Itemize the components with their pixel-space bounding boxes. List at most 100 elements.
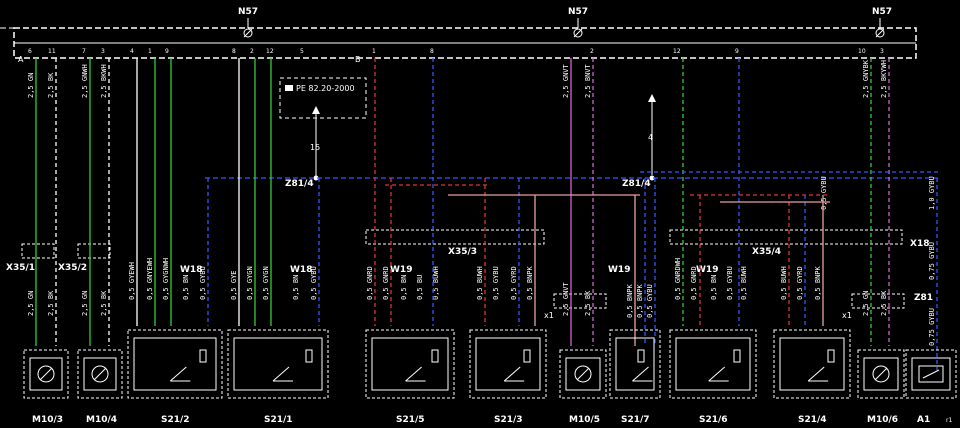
wire-label-bottom-4: 2,5 BK xyxy=(100,290,108,316)
ground-label-1: W18 xyxy=(180,265,202,275)
component-frame xyxy=(469,329,547,399)
wire-label-switch-7: 0,5 GYGN xyxy=(246,266,254,300)
wire-label-bottom-1: 2,5 GN xyxy=(27,291,35,316)
wire-label-switch-8: 0,5 GYGN xyxy=(262,266,270,300)
component-body xyxy=(565,357,601,391)
component-body xyxy=(233,337,323,391)
component-body xyxy=(83,357,117,391)
pins-b: 1 8 2 12 9 10 3 xyxy=(372,48,884,55)
wire-label-top-2: 2,5 BK xyxy=(47,72,55,98)
module-label-2: N57 xyxy=(568,7,588,17)
motor-icon-stroke xyxy=(39,367,53,381)
pin-a-6: 1 xyxy=(148,48,152,55)
switch-icon xyxy=(807,366,825,382)
component-s21-1: S21/1 xyxy=(227,329,329,425)
wire-label-bottom-7: 2,5 GN xyxy=(862,291,870,316)
wire-label-top-5: 2,5 GNVT xyxy=(562,63,570,98)
splice-label-2: Z81/4 xyxy=(622,179,651,189)
pin-a-5: 4 xyxy=(130,48,134,55)
wire-label-switch-16: 0,5 BUWH xyxy=(476,266,484,300)
switch-icon xyxy=(708,366,726,382)
wire-label-switch-1: 0,5 GYEWH xyxy=(128,262,136,300)
connector-box-3 xyxy=(365,229,545,245)
component-m10-6: M10/6 xyxy=(857,349,905,425)
wire-label-switch-12: 0,5 GNRD xyxy=(382,266,390,300)
pin-a-10: 12 xyxy=(266,48,274,55)
component-label: M10/4 xyxy=(86,415,117,425)
splice-node-2 xyxy=(649,175,655,181)
component-frame xyxy=(127,329,223,399)
component-body xyxy=(615,337,655,391)
wire-label-switch-25: 0,5 BN xyxy=(710,275,718,300)
pin-a-4: 3 xyxy=(101,48,105,55)
component-label: S21/2 xyxy=(161,415,190,425)
connector-box-1 xyxy=(21,243,55,259)
arrow-left-head xyxy=(312,106,320,114)
wire-label-switch-29: 0,5 GYRD xyxy=(796,266,804,300)
connector-label-5: X18 xyxy=(910,239,929,249)
component-s21-5: S21/5 xyxy=(365,329,455,425)
splice-node-1 xyxy=(313,175,319,181)
component-label: M10/3 xyxy=(32,415,63,425)
component-label: S21/7 xyxy=(621,415,650,425)
component-frame xyxy=(365,329,455,399)
wire-label-switch-19: 0,5 BNPK xyxy=(526,265,534,300)
x1-label-2: x1 xyxy=(842,311,852,320)
module-symbol-1 xyxy=(243,28,253,38)
switch-icon xyxy=(632,366,649,382)
ground-label-3: W19 xyxy=(390,265,412,275)
pin-a-3: 7 xyxy=(82,48,86,55)
arrow-left-number: 15 xyxy=(310,143,320,152)
x1-label-1: x1 xyxy=(544,311,554,320)
wire-label-switch-27: 0,5 BUWH xyxy=(740,266,748,300)
component-m10-4: M10/4 xyxy=(77,349,123,425)
reference-box xyxy=(279,77,367,119)
resistor-icon xyxy=(431,349,439,363)
component-body xyxy=(779,337,845,391)
connector-a-label: A xyxy=(18,55,24,64)
pin-b-7: 3 xyxy=(880,48,884,55)
component-s21-4: S21/4 xyxy=(773,329,851,425)
component-m10-3: M10/3 xyxy=(23,349,69,425)
pin-b-6: 10 xyxy=(858,48,866,55)
wire-label-bottom-5: 2,5 GNVT xyxy=(562,281,570,316)
component-m10-5: M10/5 xyxy=(559,349,607,425)
resistor-icon xyxy=(199,349,207,363)
component-body xyxy=(863,357,899,391)
wire-label-switch-13: 0,5 BN xyxy=(400,275,408,300)
pin-a-1: 6 xyxy=(28,48,32,55)
ground-label-4: W19 xyxy=(608,265,630,275)
splice-label-3: Z81 xyxy=(914,293,933,303)
connector-label-2: X35/2 xyxy=(58,263,87,273)
module-label-3: N57 xyxy=(872,7,892,17)
wire-label-bottom-6: 2,5 BK xyxy=(584,290,592,316)
wire-label-switch-15: 0,5 BUWH xyxy=(432,266,440,300)
component-frame xyxy=(905,349,957,399)
wire-label-switch-17: 0,5 GYBU xyxy=(492,266,500,300)
component-label: S21/1 xyxy=(264,415,293,425)
gauge-needle xyxy=(922,369,940,379)
splice-label-1: Z81/4 xyxy=(285,179,314,189)
pin-b-5: 9 xyxy=(735,48,739,55)
switch-icon xyxy=(405,366,422,382)
pins-a: 6 11 7 3 4 1 9 8 2 12 5 xyxy=(28,48,304,55)
motor-icon-stroke xyxy=(576,367,590,381)
component-frame xyxy=(773,329,851,399)
resistor-icon xyxy=(305,349,313,363)
wire-label-switch-30: 0,5 BNPK xyxy=(814,265,822,300)
arrow-right-head xyxy=(648,94,656,102)
wire-label-switch-31: 0,75 GYBU xyxy=(928,242,936,280)
wire-label-switch-5: 0,5 GYBU xyxy=(199,266,207,300)
resistor-icon xyxy=(637,349,645,363)
resistor-icon xyxy=(523,349,531,363)
component-frame xyxy=(857,349,905,399)
connector-b-label: B xyxy=(355,55,361,64)
component-frame xyxy=(609,329,661,399)
pin-b-2: 8 xyxy=(430,48,434,55)
component-label: S21/5 xyxy=(396,415,425,425)
switch-icon xyxy=(169,366,187,382)
component-frame xyxy=(23,349,69,399)
